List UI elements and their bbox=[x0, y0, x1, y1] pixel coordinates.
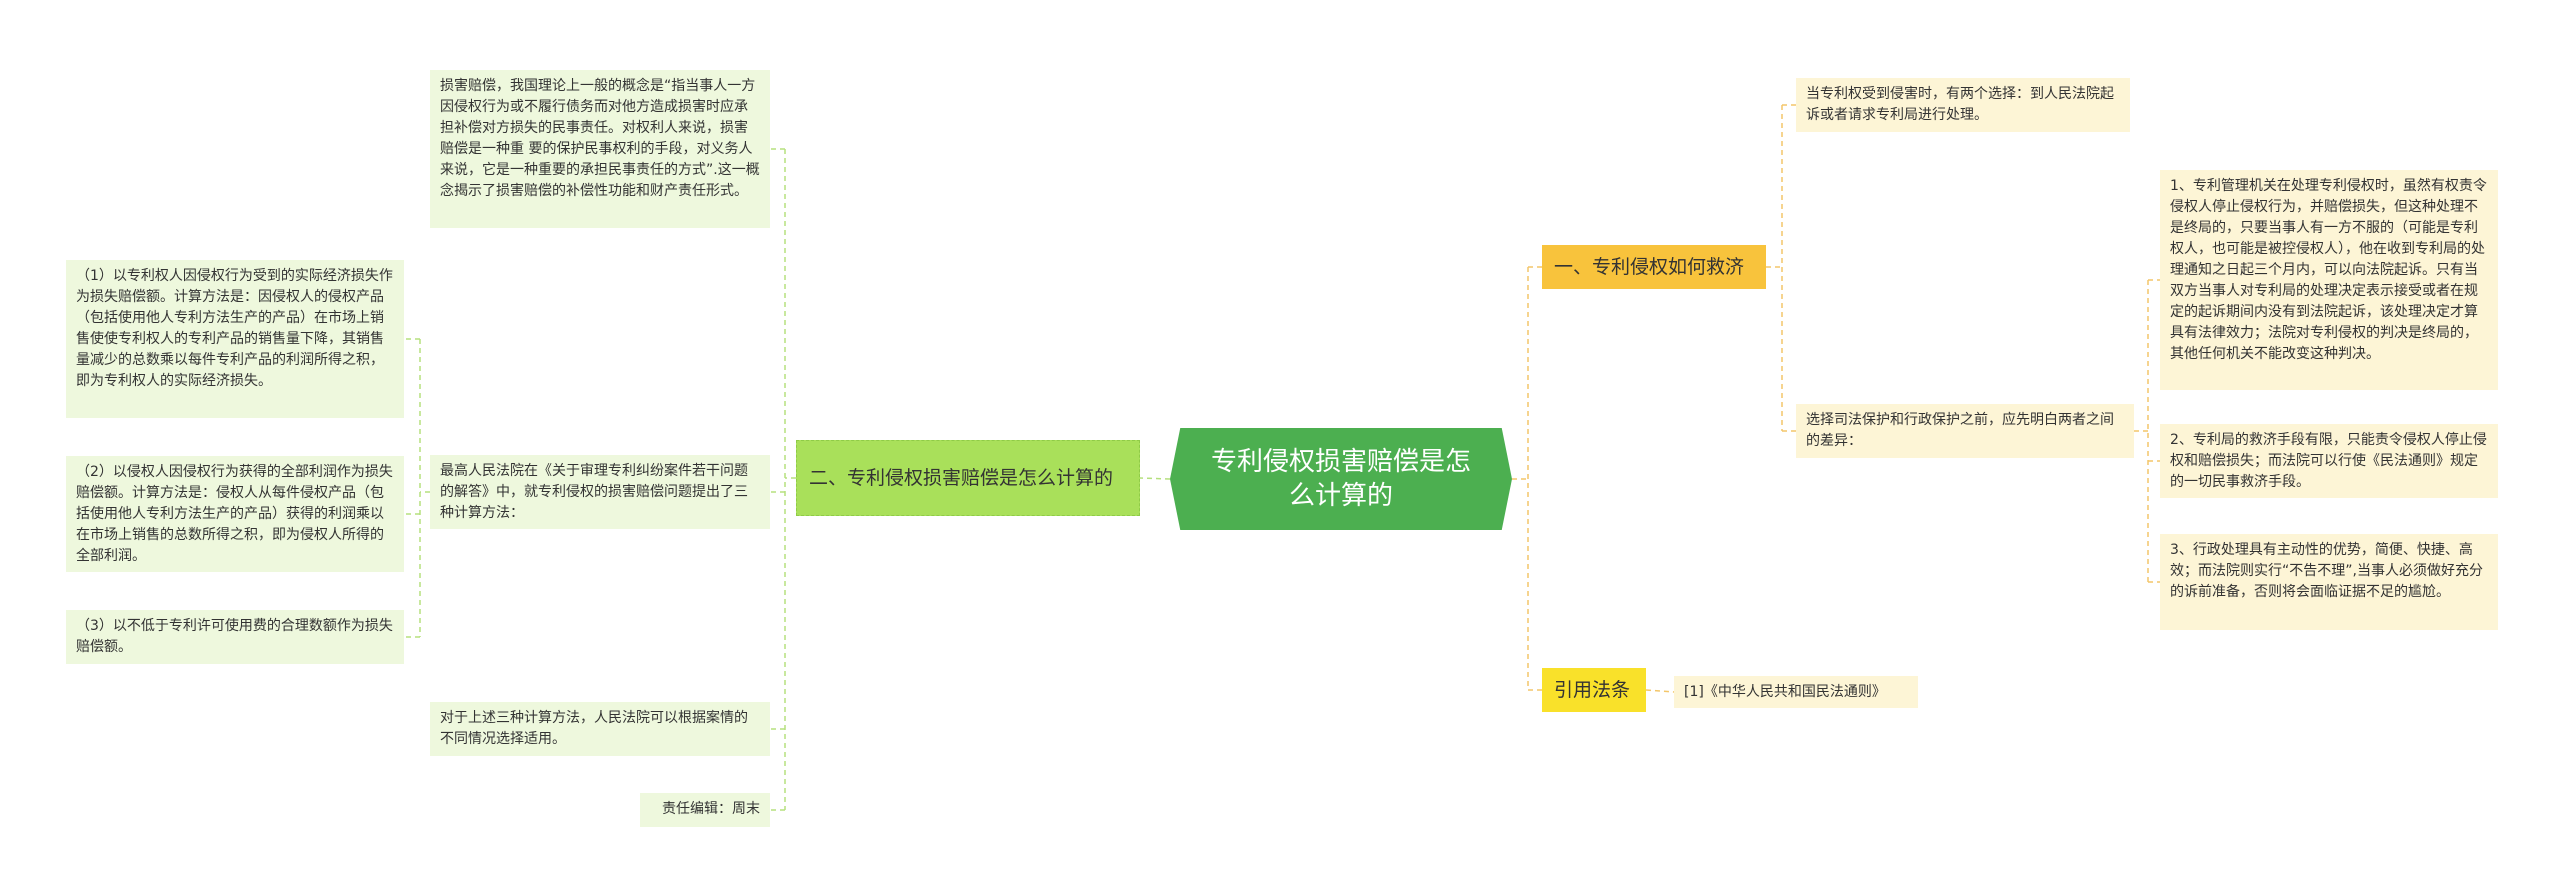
branch-law-reference[interactable]: 引用法条 bbox=[1542, 668, 1646, 712]
branch-damage-calculation[interactable]: 二、专利侵权损害赔偿是怎么计算的 bbox=[796, 440, 1140, 516]
leaf-editor[interactable]: 责任编辑：周末 bbox=[640, 793, 770, 827]
leaf-method-3[interactable]: （3）以不低于专利许可使用费的合理数额作为损失赔偿额。 bbox=[66, 610, 404, 664]
leaf-difference-1[interactable]: 1、专利管理机关在处理专利侵权时，虽然有权责令侵权人停止侵权行为，并赔偿损失，但… bbox=[2160, 170, 2498, 390]
leaf-remedy-choice[interactable]: 当专利权受到侵害时，有两个选择：到人民法院起诉或者请求专利局进行处理。 bbox=[1796, 78, 2130, 132]
leaf-remedy-differences[interactable]: 选择司法保护和行政保护之前，应先明白两者之间的差异： bbox=[1796, 404, 2134, 458]
branch-remedy-label: 一、专利侵权如何救济 bbox=[1554, 255, 1745, 278]
leaf-difference-3[interactable]: 3、行政处理具有主动性的优势，简便、快捷、高效；而法院则实行“不告不理”,当事人… bbox=[2160, 534, 2498, 630]
branch-remedy[interactable]: 一、专利侵权如何救济 bbox=[1542, 245, 1766, 289]
leaf-damage-definition[interactable]: 损害赔偿，我国理论上一般的概念是“指当事人一方因侵权行为或不履行债务而对他方造成… bbox=[430, 70, 770, 228]
leaf-choose-method[interactable]: 对于上述三种计算方法，人民法院可以根据案情的不同情况选择适用。 bbox=[430, 702, 770, 756]
leaf-law-citation[interactable]: [1]《中华人民共和国民法通则》 bbox=[1674, 676, 1918, 708]
connector-root-calc bbox=[1139, 477, 1171, 480]
leaf-difference-2[interactable]: 2、专利局的救济手段有限，只能责令侵权人停止侵权和赔偿损失；而法院可以行使《民法… bbox=[2160, 424, 2498, 498]
leaf-court-methods[interactable]: 最高人民法院在《关于审理专利纠纷案件若干问题的解答》中，就专利侵权的损害赔偿问题… bbox=[430, 455, 770, 529]
root-topic-label: 专利侵权损害赔偿是怎么计算的 bbox=[1210, 447, 1471, 511]
connector-law-ref bbox=[1645, 689, 1675, 693]
branch-damage-calculation-label: 二、专利侵权损害赔偿是怎么计算的 bbox=[809, 466, 1114, 489]
root-topic[interactable]: 专利侵权损害赔偿是怎么计算的 bbox=[1170, 428, 1512, 530]
leaf-method-2[interactable]: （2）以侵权人因侵权行为获得的全部利润作为损失赔偿额。计算方法是：侵权人从每件侵… bbox=[66, 456, 404, 572]
branch-law-label: 引用法条 bbox=[1554, 678, 1631, 701]
leaf-method-1[interactable]: （1）以专利权人因侵权行为受到的实际经济损失作为损失赔偿额。计算方法是：因侵权人… bbox=[66, 260, 404, 418]
